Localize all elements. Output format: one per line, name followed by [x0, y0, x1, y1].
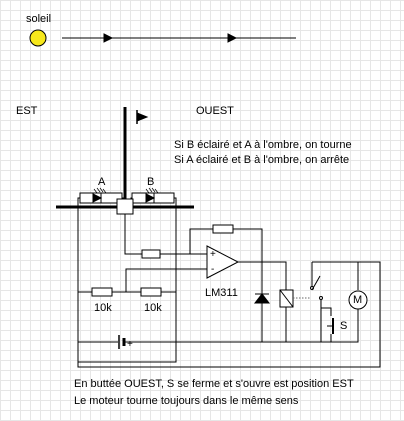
- relay-coil-diagonal: [279, 289, 294, 308]
- wire-return: [78, 342, 177, 363]
- battery-plus-label: +: [127, 339, 133, 350]
- note-1-text: En buttée OUEST, S se ferme et s'ouvre e…: [74, 378, 354, 390]
- sun-path-arrow-1: [103, 33, 114, 43]
- wire-junction-down: [124, 214, 142, 255]
- switch-label: S: [340, 320, 348, 332]
- rule-1-text: Si B éclairé et A à l'ombre, on tourne: [174, 139, 352, 151]
- west-label: OUEST: [196, 105, 234, 117]
- sensor-a-label: A: [98, 176, 106, 188]
- sun-path-arrow-2: [227, 33, 238, 43]
- resistor-2: [140, 287, 162, 297]
- diode-icon: [253, 293, 271, 304]
- sensor-b-light-icon: [145, 187, 159, 194]
- wire-left-loop: [77, 261, 381, 368]
- sensor-a-light-icon: [93, 187, 107, 194]
- east-label: EST: [16, 105, 38, 117]
- resistor-1-label: 10k: [94, 302, 112, 314]
- contact-pin-2: [319, 296, 323, 300]
- relay-contact-blade: [311, 275, 321, 291]
- wire-sensor-a-left: [77, 197, 80, 362]
- wire-motor-bottom: [262, 309, 359, 343]
- wire-feedback-left: [189, 228, 213, 254]
- switch-s-icon: [327, 318, 334, 334]
- sun-icon: [29, 29, 47, 47]
- sensor-junction: [116, 198, 134, 215]
- comparator-symbol: [206, 245, 240, 279]
- wire-motor-top: [312, 261, 359, 290]
- resistor-1: [91, 287, 113, 297]
- resistor-2-label: 10k: [144, 302, 162, 314]
- wire-to-minus: [125, 268, 207, 292]
- wire-feedback-right: [233, 228, 263, 262]
- mast-flag: [136, 112, 149, 122]
- rule-2-text: Si A éclairé et B à l'ombre, on arrête: [174, 154, 350, 166]
- opamp-minus-label: -: [211, 264, 215, 275]
- feedback-resistor: [212, 224, 234, 234]
- input-resistor: [141, 249, 161, 259]
- opamp-plus-label: +: [210, 249, 216, 260]
- sensor-b-diode-icon: [145, 193, 156, 203]
- wire-switch-top: [321, 307, 332, 316]
- sensor-a-diode-icon: [92, 193, 103, 203]
- sun-label: soleil: [26, 13, 52, 25]
- comparator-label: LM311: [205, 287, 238, 299]
- note-2-text: Le moteur tourne toujours dans le même s…: [74, 395, 299, 407]
- wire-sensor-b-right: [174, 197, 177, 362]
- motor-label: M: [353, 294, 363, 306]
- sensor-b-label: B: [147, 176, 155, 188]
- wire-output-rail: [262, 261, 287, 290]
- wire-bottom-rail: [77, 341, 118, 362]
